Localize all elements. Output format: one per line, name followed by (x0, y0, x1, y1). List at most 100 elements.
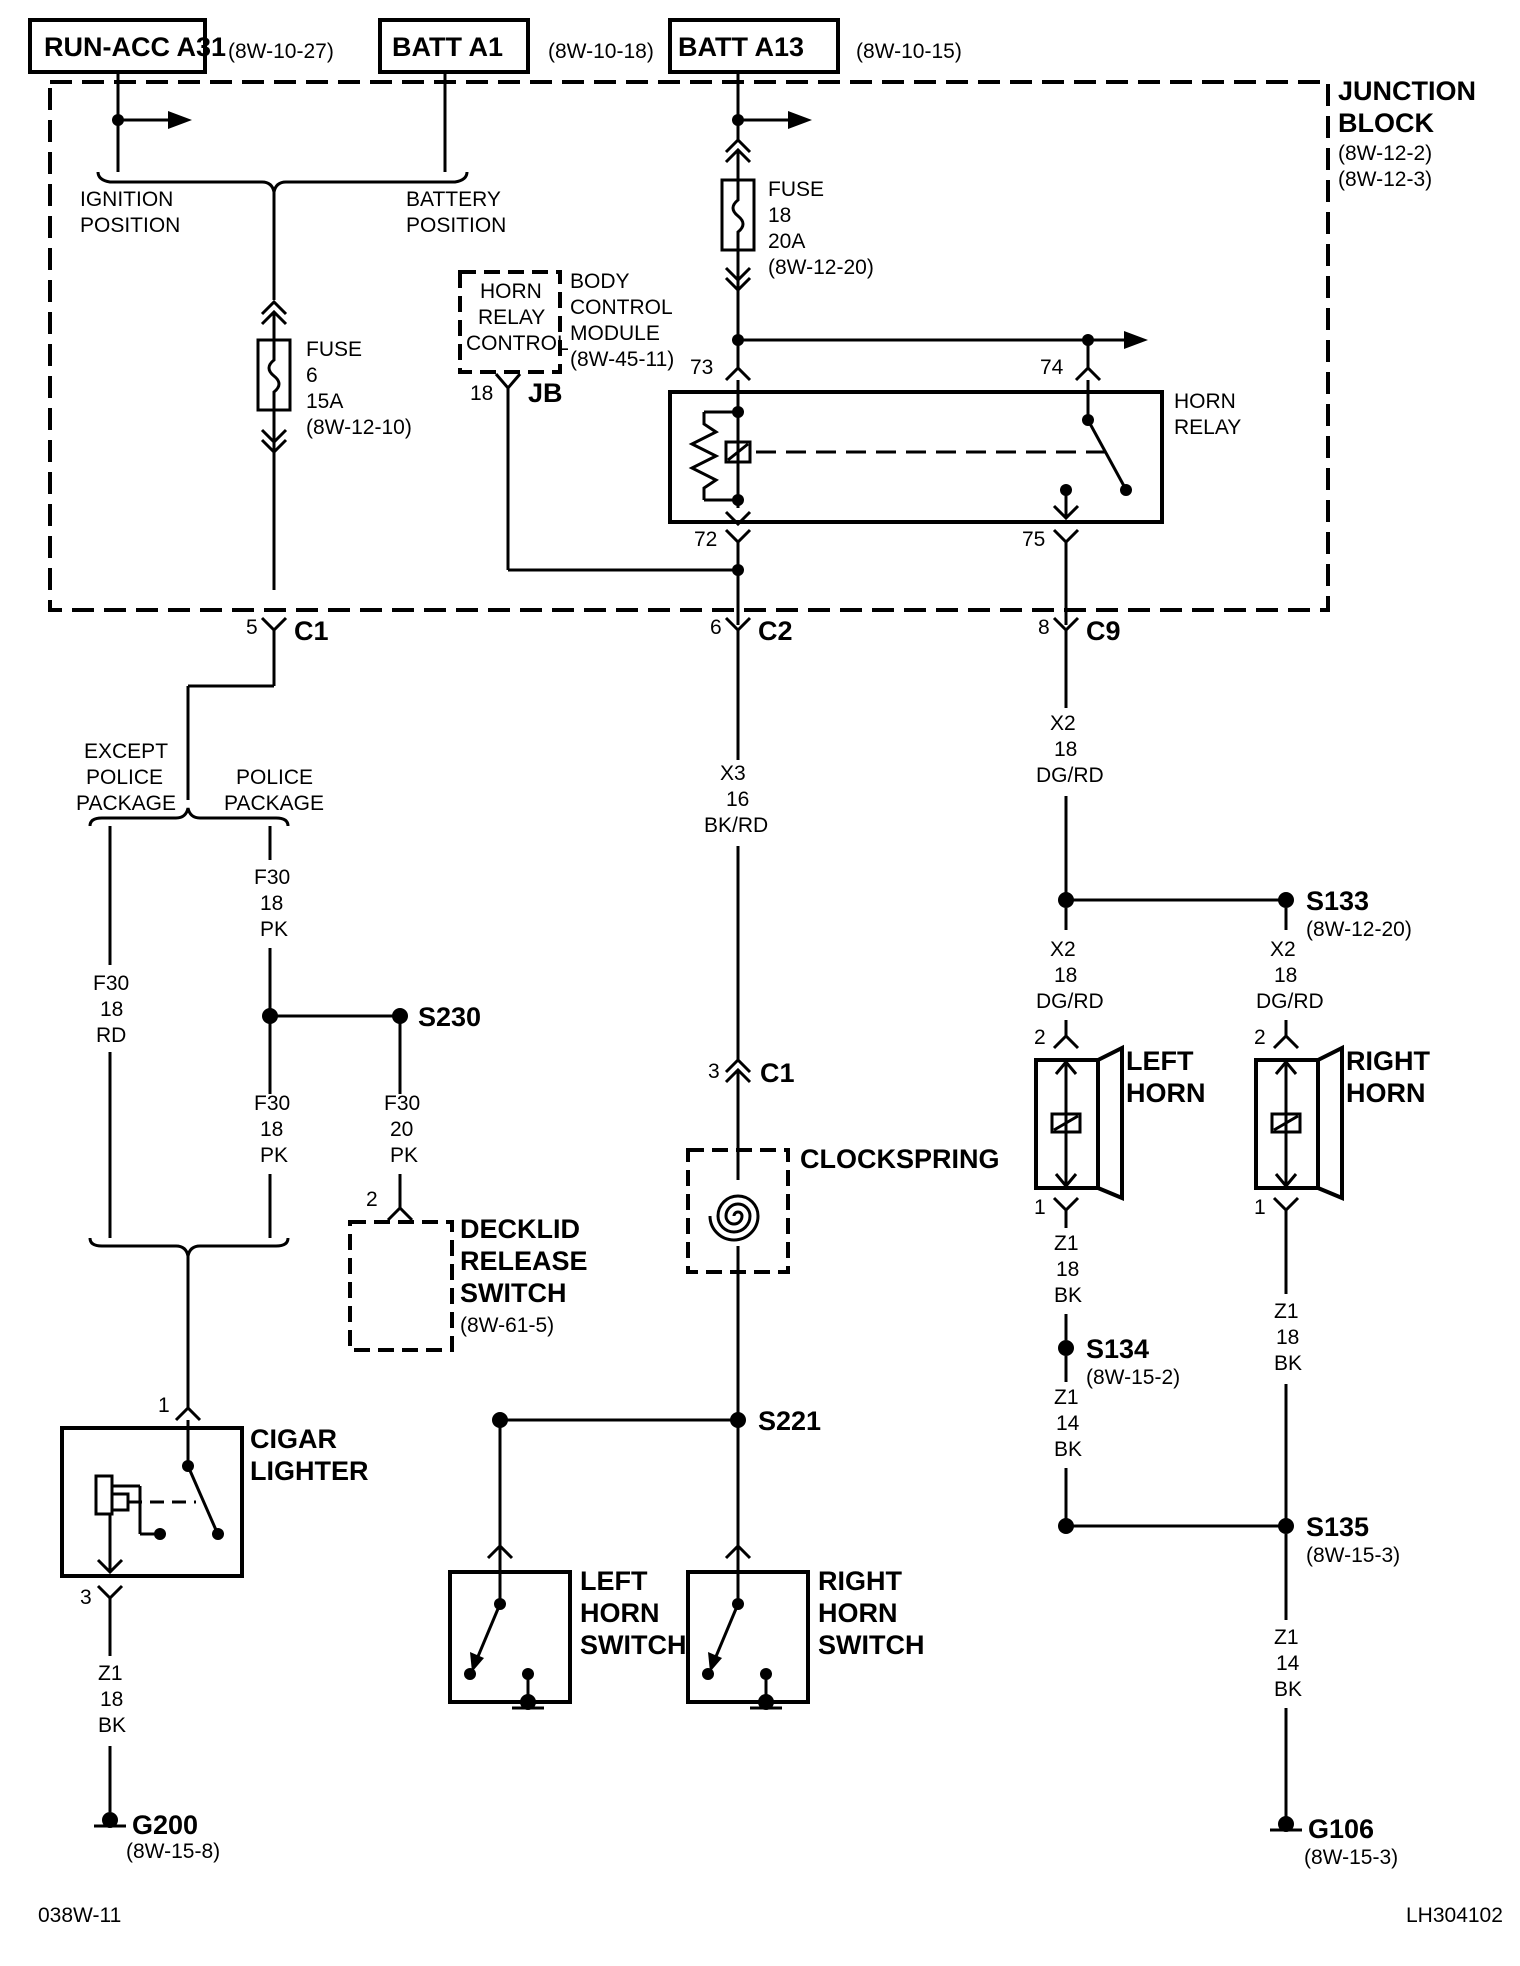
svg-text:CLOCKSPRING: CLOCKSPRING (800, 1144, 1000, 1174)
svg-text:F30: F30 (254, 1092, 290, 1115)
splice-s221: S221 (492, 1406, 821, 1568)
horn-relay: HORN RELAY 72 75 (668, 380, 1241, 625)
svg-text:BK: BK (1274, 1678, 1302, 1701)
svg-text:SWITCH: SWITCH (818, 1630, 924, 1660)
svg-text:1: 1 (1034, 1196, 1046, 1219)
svg-text:20: 20 (390, 1118, 413, 1141)
horn-relay-control: HORN RELAY CONTROL BODY CONTROL MODULE (… (458, 270, 738, 572)
svg-text:20A: 20A (768, 230, 805, 253)
svg-text:CIGAR: CIGAR (250, 1424, 337, 1454)
svg-text:18: 18 (260, 892, 283, 915)
svg-text:RELEASE: RELEASE (460, 1246, 588, 1276)
svg-text:HORN: HORN (580, 1598, 660, 1628)
svg-text:LEFT: LEFT (580, 1566, 648, 1596)
splice-s230: S230 F30 20 PK 2 (270, 1002, 481, 1222)
svg-text:S133: S133 (1306, 886, 1369, 916)
splice-s135: S135 (8W-15-3) Z1 14 BK (1058, 1512, 1400, 1818)
svg-text:PK: PK (260, 918, 288, 941)
splice-s133: S133 (8W-12-20) (1058, 886, 1412, 941)
svg-text:S230: S230 (418, 1002, 481, 1032)
svg-text:Z1: Z1 (98, 1662, 123, 1685)
decklid-release-switch: DECKLID RELEASE SWITCH (8W-61-5) (348, 1214, 588, 1352)
svg-text:BK/RD: BK/RD (704, 814, 768, 837)
svg-text:JB: JB (528, 378, 563, 408)
svg-text:18: 18 (1056, 1258, 1079, 1281)
svg-text:S134: S134 (1086, 1334, 1149, 1364)
svg-text:X2: X2 (1050, 938, 1076, 961)
source-name: BATT A13 (678, 32, 804, 62)
svg-text:POSITION: POSITION (80, 214, 180, 237)
svg-text:DG/RD: DG/RD (1036, 764, 1104, 787)
svg-text:18: 18 (1276, 1326, 1299, 1349)
svg-text:RELAY: RELAY (478, 306, 545, 329)
svg-text:PK: PK (390, 1144, 418, 1167)
svg-text:5: 5 (246, 616, 258, 639)
cigar-lighter: 1 CIGAR LIGHTER 3 (60, 1237, 369, 1609)
svg-text:MODULE: MODULE (570, 322, 660, 345)
svg-text:18: 18 (1274, 964, 1297, 987)
svg-text:F30: F30 (93, 972, 129, 995)
svg-text:G200: G200 (132, 1810, 198, 1840)
footer-code-right: LH304102 (1406, 1904, 1503, 1927)
svg-text:PACKAGE: PACKAGE (76, 792, 176, 815)
svg-text:HORN: HORN (1346, 1078, 1426, 1108)
source-ref: (8W-10-18) (548, 40, 654, 63)
svg-text:F30: F30 (384, 1092, 420, 1115)
svg-text:BK: BK (1054, 1284, 1082, 1307)
svg-text:C2: C2 (758, 616, 793, 646)
svg-text:73: 73 (690, 356, 713, 379)
junction-block-label: JUNCTION BLOCK (8W-12-2) (8W-12-3) (1338, 76, 1476, 191)
svg-text:1: 1 (1254, 1196, 1266, 1219)
svg-text:DECKLID: DECKLID (460, 1214, 580, 1244)
fuse-6: FUSE 6 15A (8W-12-10) (256, 192, 412, 590)
svg-text:IGNITION: IGNITION (80, 188, 173, 211)
svg-text:(8W-12-20): (8W-12-20) (768, 256, 874, 279)
svg-text:(8W-61-5): (8W-61-5) (460, 1314, 554, 1337)
svg-text:X2: X2 (1050, 712, 1076, 735)
svg-text:18: 18 (1054, 964, 1077, 987)
svg-text:2: 2 (1254, 1026, 1266, 1049)
svg-text:Z1: Z1 (1054, 1386, 1079, 1409)
svg-text:FUSE: FUSE (768, 178, 824, 201)
svg-text:14: 14 (1276, 1652, 1300, 1675)
svg-text:X2: X2 (1270, 938, 1296, 961)
svg-text:CONTROL: CONTROL (466, 332, 569, 355)
svg-text:BLOCK: BLOCK (1338, 108, 1434, 138)
svg-text:POSITION: POSITION (406, 214, 506, 237)
svg-text:3: 3 (708, 1060, 720, 1083)
svg-text:FUSE: FUSE (306, 338, 362, 361)
svg-text:RIGHT: RIGHT (818, 1566, 903, 1596)
svg-text:EXCEPT: EXCEPT (84, 740, 168, 763)
svg-text:PK: PK (260, 1144, 288, 1167)
svg-text:DG/RD: DG/RD (1256, 990, 1324, 1013)
svg-text:SWITCH: SWITCH (580, 1630, 686, 1660)
svg-text:C1: C1 (760, 1058, 795, 1088)
svg-text:CONTROL: CONTROL (570, 296, 673, 319)
junction-block-outline (48, 80, 1330, 612)
svg-text:3: 3 (80, 1586, 92, 1609)
svg-text:8: 8 (1038, 616, 1050, 639)
svg-text:C9: C9 (1086, 616, 1121, 646)
svg-text:18: 18 (260, 1118, 283, 1141)
svg-text:X3: X3 (720, 762, 746, 785)
svg-text:Z1: Z1 (1274, 1300, 1299, 1323)
svg-text:HORN: HORN (480, 280, 542, 303)
svg-text:(8W-15-3): (8W-15-3) (1304, 1846, 1398, 1869)
connector-c1-clockspring: 3 C1 (708, 1057, 795, 1088)
svg-text:1: 1 (158, 1394, 170, 1417)
svg-text:(8W-12-3): (8W-12-3) (1338, 168, 1432, 191)
svg-text:(8W-15-8): (8W-15-8) (126, 1840, 220, 1863)
wire-f30-pk: F30 18 PK F30 18 PK (254, 826, 290, 1238)
svg-text:LIGHTER: LIGHTER (250, 1456, 369, 1486)
clockspring: CLOCKSPRING (686, 1070, 1000, 1568)
svg-text:2: 2 (1034, 1026, 1046, 1049)
svg-text:BK: BK (1054, 1438, 1082, 1461)
svg-text:PACKAGE: PACKAGE (224, 792, 324, 815)
svg-text:6: 6 (710, 616, 722, 639)
svg-text:BODY: BODY (570, 270, 630, 293)
svg-text:G106: G106 (1308, 1814, 1374, 1844)
svg-text:15A: 15A (306, 390, 343, 413)
svg-text:RELAY: RELAY (1174, 416, 1241, 439)
wire-x3: X3 16 BK/RD (704, 630, 768, 1060)
svg-text:74: 74 (1040, 356, 1064, 379)
